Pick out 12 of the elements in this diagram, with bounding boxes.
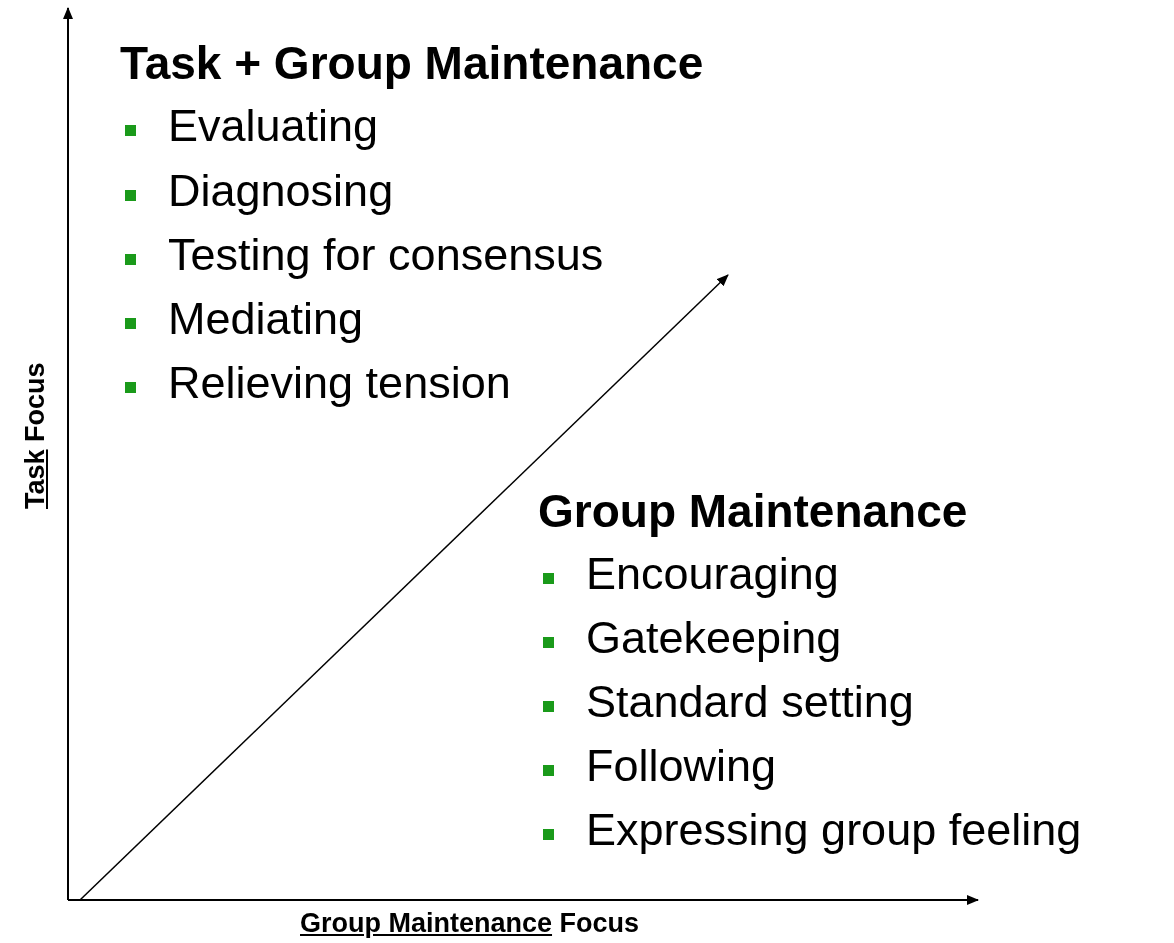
list-item: Diagnosing (168, 168, 394, 213)
list-item: Evaluating (168, 103, 379, 148)
axis-label: Group Maintenance Focus (300, 910, 640, 937)
list-item: Encouraging (586, 551, 839, 596)
list-item: Expressing group feeling (586, 807, 1082, 852)
list-item: Gatekeeping (586, 615, 842, 660)
list-item: Mediating (168, 296, 364, 341)
axis-label: Task Focus (22, 362, 49, 509)
list-item: Standard setting (586, 679, 914, 724)
list-item: Testing for consensus (168, 232, 604, 277)
list-item: Following (586, 743, 777, 788)
list-item: Relieving tension (168, 360, 511, 405)
